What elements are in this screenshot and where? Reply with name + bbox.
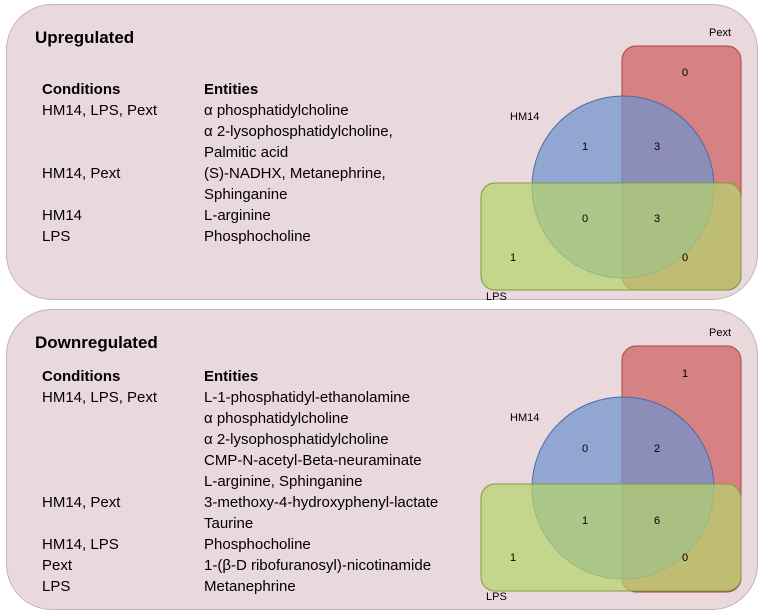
downregulated-title: Downregulated	[35, 333, 158, 352]
pext-only-count: 0	[682, 67, 688, 79]
lps-set-shape	[480, 182, 742, 291]
entity-cell: Phosphocholine	[204, 536, 311, 553]
entity-cell: Metanephrine	[204, 578, 296, 595]
entity-cell: Taurine	[204, 515, 254, 532]
lps-set-shape	[480, 483, 742, 592]
lps-only-count: 1	[510, 252, 516, 264]
entity-cell: L-1-phosphatidyl-ethanolamine	[204, 389, 410, 406]
condition-cell: LPS	[42, 228, 71, 245]
all-three-count: 6	[654, 515, 660, 527]
condition-cell: HM14, Pext	[42, 494, 121, 511]
entity-cell: Palmitic acid	[204, 144, 289, 161]
entity-cell: Sphinganine	[204, 186, 288, 203]
entity-cell: α 2-lysophosphatidylcholine	[204, 431, 389, 448]
hm14-lps-count: 0	[582, 213, 588, 225]
entity-cell: L-arginine	[204, 207, 271, 224]
lps-label: LPS	[486, 591, 507, 603]
upregulated-title: Upregulated	[35, 28, 135, 47]
hm14-label: HM14	[510, 412, 539, 424]
entity-cell: α phosphatidylcholine	[204, 410, 349, 427]
downregulated-venn: Pext HM14 LPS 1 0 2 1 6 1 0	[480, 327, 742, 603]
hm14-pext-count: 3	[654, 141, 660, 153]
hm14-only-count: 0	[582, 443, 588, 455]
entity-cell: CMP-N-acetyl-Beta-neuraminate	[204, 452, 422, 469]
lps-label: LPS	[486, 291, 507, 303]
pext-label: Pext	[709, 27, 731, 39]
condition-cell: HM14, LPS	[42, 536, 119, 553]
entity-cell: (S)-NADHX, Metanephrine,	[204, 165, 386, 182]
entity-cell: 3-methoxy-4-hydroxyphenyl-lactate	[204, 494, 439, 511]
entity-cell: 1-(β-D ribofuranosyl)-nicotinamide	[204, 557, 432, 574]
hm14-label: HM14	[510, 111, 539, 123]
entities-header: Entities	[204, 81, 259, 98]
pext-only-count: 1	[682, 368, 688, 380]
lps-only-count: 1	[510, 552, 516, 564]
condition-cell: HM14, LPS, Pext	[42, 389, 158, 406]
entity-cell: α 2-lysophosphatidylcholine,	[204, 123, 393, 140]
condition-cell: Pext	[42, 557, 73, 574]
hm14-pext-count: 2	[654, 443, 660, 455]
all-three-count: 3	[654, 213, 660, 225]
conditions-header: Conditions	[42, 81, 121, 98]
entity-cell: L-arginine, Sphinganine	[204, 473, 363, 490]
pext-label: Pext	[709, 327, 731, 339]
condition-cell: HM14	[42, 207, 83, 224]
hm14-only-count: 1	[582, 141, 588, 153]
upregulated-venn: Pext HM14 LPS 0 1 3 0 3 1 0	[480, 27, 742, 303]
lps-pext-count: 0	[682, 552, 688, 564]
condition-cell: HM14, LPS, Pext	[42, 102, 158, 119]
condition-cell: HM14, Pext	[42, 165, 121, 182]
hm14-lps-count: 1	[582, 515, 588, 527]
lps-pext-count: 0	[682, 252, 688, 264]
condition-cell: LPS	[42, 578, 71, 595]
entity-cell: α phosphatidylcholine	[204, 102, 349, 119]
entity-cell: Phosphocholine	[204, 228, 311, 245]
entities-header: Entities	[204, 368, 259, 385]
conditions-header: Conditions	[42, 368, 121, 385]
